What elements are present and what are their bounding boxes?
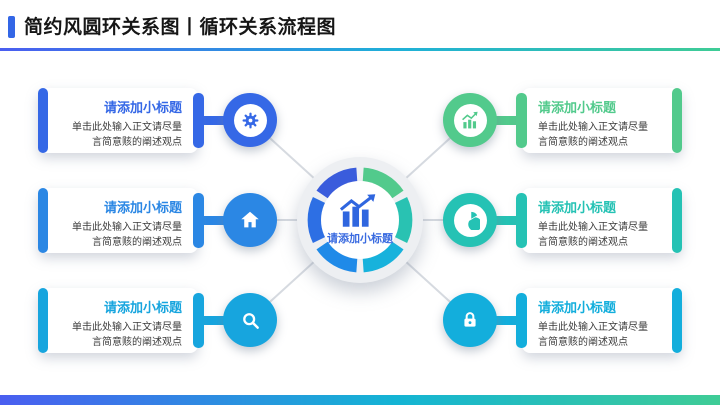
card-body-line: 言简意赅的阐述观点 bbox=[538, 337, 628, 348]
card-body: 单击此处输入正文请尽量 言简意赅的阐述观点 bbox=[538, 320, 660, 350]
node-inner-disc bbox=[453, 103, 487, 137]
card-tab-pill bbox=[516, 293, 527, 348]
lock-icon bbox=[464, 312, 476, 327]
card-tab-pill bbox=[516, 93, 527, 148]
ring-segment-blue bbox=[307, 197, 327, 243]
center-hub-core: 请添加小标题 bbox=[321, 181, 399, 259]
card-tab-pill bbox=[193, 293, 204, 348]
node-inner-disc bbox=[234, 304, 267, 337]
card-body: 单击此处输入正文请尽量 言简意赅的阐述观点 bbox=[538, 120, 660, 150]
node-inner-disc bbox=[233, 103, 267, 137]
card-body: 单击此处输入正文请尽量 言简意赅的阐述观点 bbox=[60, 120, 182, 150]
home-icon bbox=[241, 211, 259, 228]
card-left-top: 请添加小标题 单击此处输入正文请尽量 言简意赅的阐述观点 bbox=[38, 88, 204, 153]
ring-segment-cyan bbox=[362, 240, 404, 273]
card-body-line: 言简意赅的阐述观点 bbox=[538, 137, 628, 148]
center-label: 请添加小标题 bbox=[327, 233, 393, 245]
card-right-top: 请添加小标题 单击此处输入正文请尽量 言简意赅的阐述观点 bbox=[516, 88, 682, 153]
card-body-line: 单击此处输入正文请尽量 bbox=[538, 322, 648, 333]
ring-segment-bright-blue bbox=[316, 240, 358, 273]
node-connector bbox=[200, 316, 226, 325]
center-hub-disc: 请添加小标题 bbox=[297, 157, 423, 283]
card-title: 请添加小标题 bbox=[103, 300, 182, 315]
card-body-line: 单击此处输入正文请尽量 bbox=[538, 222, 648, 233]
node-connector bbox=[200, 116, 226, 125]
ring-segment-green bbox=[362, 167, 404, 200]
card-right-middle: 请添加小标题 单击此处输入正文请尽量 言简意赅的阐述观点 bbox=[516, 188, 682, 253]
card-title: 请添加小标题 bbox=[103, 200, 182, 215]
node-circle-left-middle bbox=[223, 193, 277, 247]
node-circle-right-middle bbox=[443, 193, 497, 247]
card-edge-pill bbox=[672, 288, 682, 353]
segmented-ring bbox=[307, 167, 413, 273]
card-edge-pill bbox=[38, 288, 48, 353]
footer-gradient-bar bbox=[0, 395, 720, 405]
card-body: 单击此处输入正文请尽量 言简意赅的阐述观点 bbox=[538, 220, 660, 250]
node-circle-right-bottom bbox=[443, 293, 497, 347]
node-inner-disc bbox=[234, 204, 267, 237]
growth-chart-icon bbox=[461, 111, 478, 128]
card-left-middle: 请添加小标题 单击此处输入正文请尽量 言简意赅的阐述观点 bbox=[38, 188, 204, 253]
card-tab-pill bbox=[193, 93, 204, 148]
card-title: 请添加小标题 bbox=[538, 100, 617, 115]
gear-icon bbox=[242, 112, 258, 128]
card-title: 请添加小标题 bbox=[538, 300, 617, 315]
card-body: 单击此处输入正文请尽量 言简意赅的阐述观点 bbox=[60, 320, 182, 350]
card-left-bottom: 请添加小标题 单击此处输入正文请尽量 言简意赅的阐述观点 bbox=[38, 288, 204, 353]
card-body: 单击此处输入正文请尽量 言简意赅的阐述观点 bbox=[60, 220, 182, 250]
page-title: 简约风圆环关系图丨循环关系流程图 bbox=[24, 17, 337, 38]
card-tab-pill bbox=[516, 193, 527, 248]
card-edge-pill bbox=[38, 188, 48, 253]
card-edge-pill bbox=[38, 88, 48, 153]
card-right-bottom: 请添加小标题 单击此处输入正文请尽量 言简意赅的阐述观点 bbox=[516, 288, 682, 353]
card-edge-pill bbox=[672, 188, 682, 253]
pie-chart-icon bbox=[468, 211, 480, 230]
card-body-line: 单击此处输入正文请尽量 bbox=[538, 122, 648, 133]
card-body-line: 言简意赅的阐述观点 bbox=[538, 237, 628, 248]
card-body-line: 单击此处输入正文请尽量 bbox=[72, 222, 182, 233]
card-body-line: 言简意赅的阐述观点 bbox=[92, 137, 182, 148]
node-inner-disc bbox=[454, 304, 487, 337]
node-connector bbox=[200, 216, 226, 225]
card-title: 请添加小标题 bbox=[538, 200, 617, 215]
card-body-line: 言简意赅的阐述观点 bbox=[92, 337, 182, 348]
title-divider-gradient bbox=[0, 48, 720, 51]
card-body-line: 言简意赅的阐述观点 bbox=[92, 237, 182, 248]
card-title: 请添加小标题 bbox=[103, 100, 182, 115]
ring-segment-royal-blue bbox=[316, 167, 358, 200]
node-connector bbox=[494, 216, 520, 225]
node-connector bbox=[494, 316, 520, 325]
search-icon bbox=[242, 312, 259, 329]
ring-segment-teal bbox=[393, 197, 413, 243]
card-body-line: 单击此处输入正文请尽量 bbox=[72, 322, 182, 333]
bar-chart-growth-icon bbox=[339, 194, 376, 227]
card-tab-pill bbox=[193, 193, 204, 248]
card-edge-pill bbox=[672, 88, 682, 153]
node-inner-disc bbox=[453, 203, 487, 237]
card-body-line: 单击此处输入正文请尽量 bbox=[72, 122, 182, 133]
node-connector bbox=[494, 116, 520, 125]
node-circle-left-bottom bbox=[223, 293, 277, 347]
node-circle-right-top bbox=[443, 93, 497, 147]
title-accent-bar bbox=[8, 16, 15, 38]
node-circle-left-top bbox=[223, 93, 277, 147]
